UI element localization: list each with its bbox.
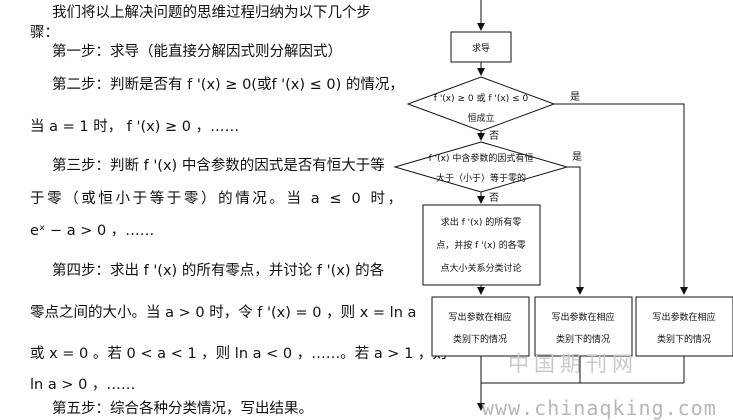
zero-label-3: 点大小关系分类讨论	[440, 262, 521, 274]
diamond2-label-1: f '(x) 中含参数的因式有恒	[429, 152, 534, 164]
result1-label-1: 写出参数在相应	[448, 311, 511, 323]
step3-line-1: 第三步：判断 f '(x) 中含参数的因式是否有恒大于等	[52, 158, 385, 174]
zero-label-1: 求出 f '(x) 的所有零	[441, 216, 522, 228]
step3-line-2: 于零（或恒小于等于零）的情况。当 a ≤ 0 时，	[30, 191, 405, 207]
result2-label-1: 写出参数在相应	[551, 311, 614, 323]
result1-label-2: 类别下的情况	[453, 333, 507, 345]
yes-branch-1	[554, 103, 688, 295]
diamond2-label-2: 大于（小于）等于零的	[436, 172, 526, 184]
zero-point-box	[422, 204, 541, 286]
intro-line-1: 我们将以上解决问题的思维过程归纳为以下几个步	[52, 5, 371, 21]
result3-label-1: 写出参数在相应	[652, 311, 715, 323]
zero-label-2: 点，并按 f '(x) 的各零	[436, 239, 526, 251]
step2-line-1: 第二步：判断是否有 f '(x) ≥ 0(或f '(x) ≤ 0) 的情况，	[52, 77, 404, 93]
result2-label-2: 类别下的情况	[556, 333, 610, 345]
step1-text: 第一步：求导（能直接分解因式则分解因式）	[52, 44, 342, 60]
yes-label-2: 是	[572, 151, 582, 163]
watermark-cn: 中国期刊网	[508, 352, 638, 376]
result3-label-2: 类别下的情况	[657, 333, 711, 345]
no-label-1: 否	[489, 130, 499, 142]
intro-line-2: 骤：	[30, 25, 59, 41]
yes-label-1: 是	[570, 91, 580, 103]
step5-text: 第五步：综合各种分类情况，写出结果。	[52, 401, 313, 417]
no-label-2: 否	[489, 192, 499, 204]
derive-label: 求导	[472, 42, 490, 54]
step2-line-2: 当 a = 1 时， f '(x) ≥ 0 ，……	[30, 119, 240, 135]
decision-diamond-2	[393, 141, 569, 193]
diamond1-label-1: f '(x) ≥ 0 或 f '(x) ≤ 0	[434, 92, 529, 104]
result-box-3	[635, 296, 733, 357]
step4-line-1: 第四步：求出 f '(x) 的所有零点，并讨论 f '(x) 的各	[52, 263, 385, 279]
diamond1-label-2: 恒成立	[467, 112, 494, 124]
step3-line-3: eˣ − a > 0 ，……	[30, 223, 155, 239]
step4-line-2: 零点之间的大小。当 a > 0 时，令 f '(x) = 0 ，则 x = ln…	[30, 305, 417, 321]
step4-line-4: ln a > 0 ，……	[30, 377, 136, 393]
result-box-2	[534, 296, 633, 357]
step4-line-3: 或 x = 0 。若 0 < a < 1 ，则 ln a < 0 ，……。若 a…	[30, 346, 447, 362]
watermark-url: www.chinaqking.com	[482, 396, 717, 420]
derive-box	[450, 31, 512, 63]
yes-branch-2	[567, 166, 584, 295]
